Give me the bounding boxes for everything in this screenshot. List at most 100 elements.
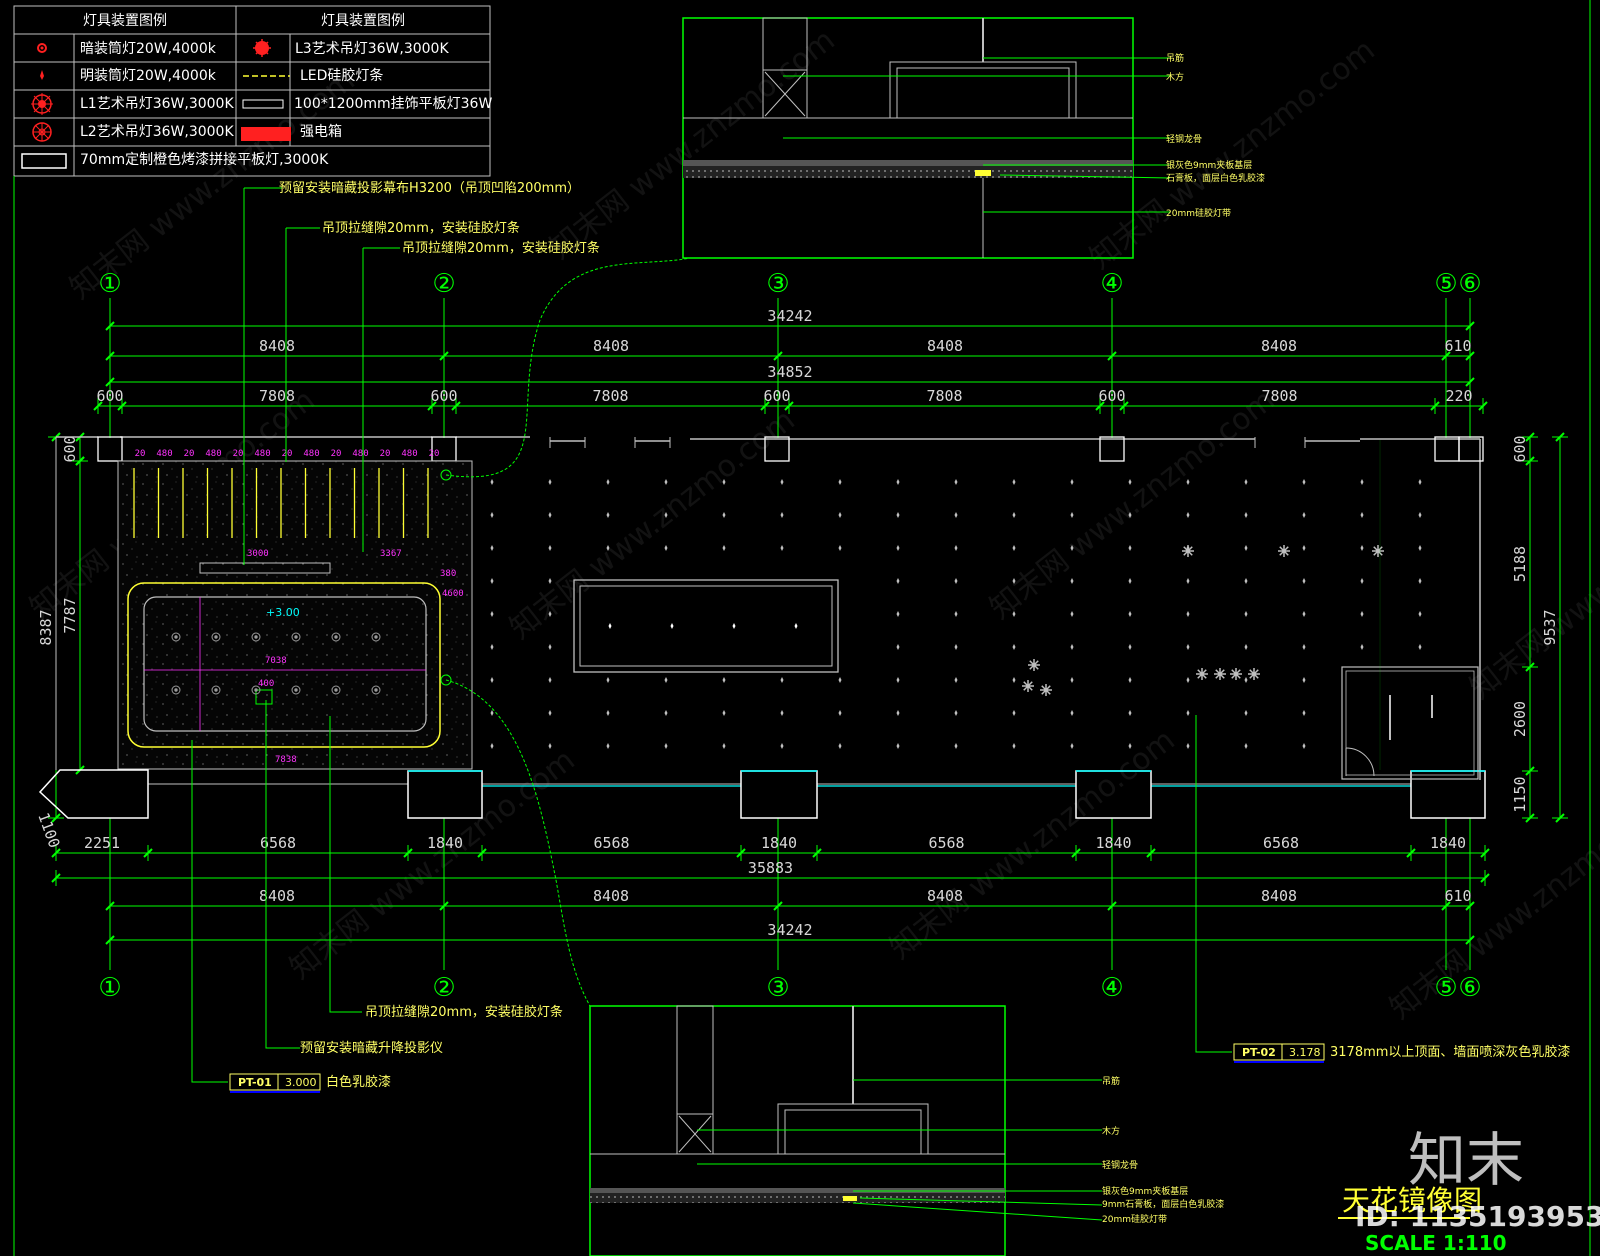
dimension-label: 1840	[761, 834, 797, 852]
detail-top-label: 吊筋	[1166, 52, 1184, 64]
downlight-icon	[1070, 479, 1074, 485]
downlight-icon	[1302, 578, 1306, 584]
svg-text:20: 20	[135, 449, 146, 459]
downlight-icon	[1186, 578, 1190, 584]
axis-label: ⑥	[1458, 269, 1481, 299]
downlight-icon	[1360, 644, 1364, 650]
downlight-icon	[1360, 578, 1364, 584]
downlight-icon	[896, 611, 900, 617]
dimension-label: 600	[1098, 387, 1125, 405]
recessed-downlight-icon	[371, 632, 381, 642]
downlight-icon	[1128, 578, 1132, 584]
downlight-icon	[896, 677, 900, 683]
legend-header-right: 灯具装置图例	[321, 13, 405, 29]
recessed-downlight-icon	[291, 685, 301, 695]
downlight-icon	[1244, 743, 1248, 749]
annotation-slot-led-2: 吊顶拉缝隙20mm，安装硅胶灯条	[402, 240, 600, 256]
downlight-icon	[896, 479, 900, 485]
annotation-projector-screen: 预留安装暗藏投影幕布H3200（吊顶凹陷200mm）	[279, 180, 580, 196]
recessed-downlight-icon	[331, 632, 341, 642]
legend-row-3-left: L1艺术吊灯36W,3000K	[80, 96, 234, 112]
downlight-icon	[548, 545, 552, 551]
dimension-label: 6568	[928, 834, 964, 852]
detail-bottom-label: 吊筋	[1102, 1075, 1120, 1087]
downlight-icon	[896, 644, 900, 650]
svg-text:20: 20	[282, 449, 293, 459]
downlight-icon	[664, 677, 668, 683]
downlight-icon	[896, 743, 900, 749]
axis-label: ③	[766, 269, 789, 299]
downlight-icon	[1302, 644, 1306, 650]
downlight-icon	[838, 545, 842, 551]
dimension-label: 600	[430, 387, 457, 405]
dimension-label: 7808	[1261, 387, 1297, 405]
downlight-icon	[548, 644, 552, 650]
pendant-light-icon	[1196, 668, 1208, 680]
legend-header-left: 灯具装置图例	[83, 13, 167, 29]
dimension-label: 1840	[1430, 834, 1466, 852]
dimension-label: 6568	[1263, 834, 1299, 852]
watermark-text: 知末网 www.znzmo.com	[1383, 783, 1600, 1027]
material-tag-pt02: PT-02 3.178 3178mm以上顶面、墙面喷深灰色乳胶漆	[1233, 1043, 1570, 1063]
detail-top-label: 20mm硅胶灯带	[1166, 207, 1231, 219]
downlight-icon	[606, 479, 610, 485]
room-dimension: 7038	[265, 656, 287, 666]
pt01-code: PT-01	[238, 1076, 272, 1089]
pendant-light-icon	[1028, 659, 1040, 671]
pendant-light-icon	[1040, 684, 1052, 696]
recessed-downlight-icon	[171, 685, 181, 695]
downlight-icon	[780, 479, 784, 485]
watermark-text: 知末网 www.znzmo.com	[543, 23, 841, 267]
downlight-icon	[1070, 710, 1074, 716]
downlight-icon	[1418, 644, 1422, 650]
dimension-label: 34852	[767, 363, 812, 381]
downlight-icon	[548, 578, 552, 584]
downlight-icon	[606, 545, 610, 551]
downlight-icon	[1012, 677, 1016, 683]
downlight-icon	[1244, 545, 1248, 551]
downlight-icon	[1186, 512, 1190, 518]
downlight-icon	[722, 479, 726, 485]
downlight-icon	[1360, 545, 1364, 551]
downlight-icon	[1012, 479, 1016, 485]
dimension-label: 610	[1444, 887, 1471, 905]
dimension-label: 35883	[748, 859, 793, 877]
dimension-label: 2600	[1511, 701, 1529, 737]
recessed-downlight-icon	[371, 685, 381, 695]
downlight-icon	[1012, 743, 1016, 749]
downlight-icon	[490, 710, 494, 716]
downlight-icon	[1186, 677, 1190, 683]
watermark-text: 知末网 www.znzmo.com	[283, 743, 581, 987]
downlight-icon	[1128, 545, 1132, 551]
svg-text:480: 480	[303, 449, 319, 459]
downlight-icon	[548, 611, 552, 617]
downlight-icon	[780, 512, 784, 518]
downlight-icon	[490, 545, 494, 551]
downlight-icon	[954, 545, 958, 551]
axis-label: ④	[1100, 269, 1123, 299]
downlight-icon	[490, 611, 494, 617]
downlight-icon	[1418, 512, 1422, 518]
recessed-downlight-icon	[331, 685, 341, 695]
downlight-icon	[1360, 479, 1364, 485]
axis-label: ②	[432, 973, 455, 1003]
ceiling-recess	[573, 579, 839, 673]
dimension-label: 7808	[926, 387, 962, 405]
dimension-label: 7808	[592, 387, 628, 405]
recessed-downlight-icon	[211, 632, 221, 642]
dimension-label: 8408	[1261, 337, 1297, 355]
downlight-icon	[1244, 677, 1248, 683]
dimension-label: 9537	[1541, 609, 1559, 645]
pt02-description: 3178mm以上顶面、墙面喷深灰色乳胶漆	[1330, 1044, 1570, 1060]
downlight-icon	[1186, 611, 1190, 617]
detail-top-label: 木方	[1166, 71, 1184, 83]
downlight-icon	[1070, 677, 1074, 683]
downlight-icon	[548, 677, 552, 683]
material-tag-pt01: PT-01 3.000 白色乳胶漆	[229, 1073, 391, 1093]
axis-label: ⑤	[1434, 269, 1457, 299]
dimension-label: 6568	[260, 834, 296, 852]
legend-row-2-right: LED硅胶灯条	[300, 67, 383, 84]
detail-top-label: 石膏板，面层白色乳胶漆	[1166, 172, 1265, 184]
dimension-label: 7808	[259, 387, 295, 405]
detail-bottom-label: 木方	[1102, 1125, 1120, 1137]
